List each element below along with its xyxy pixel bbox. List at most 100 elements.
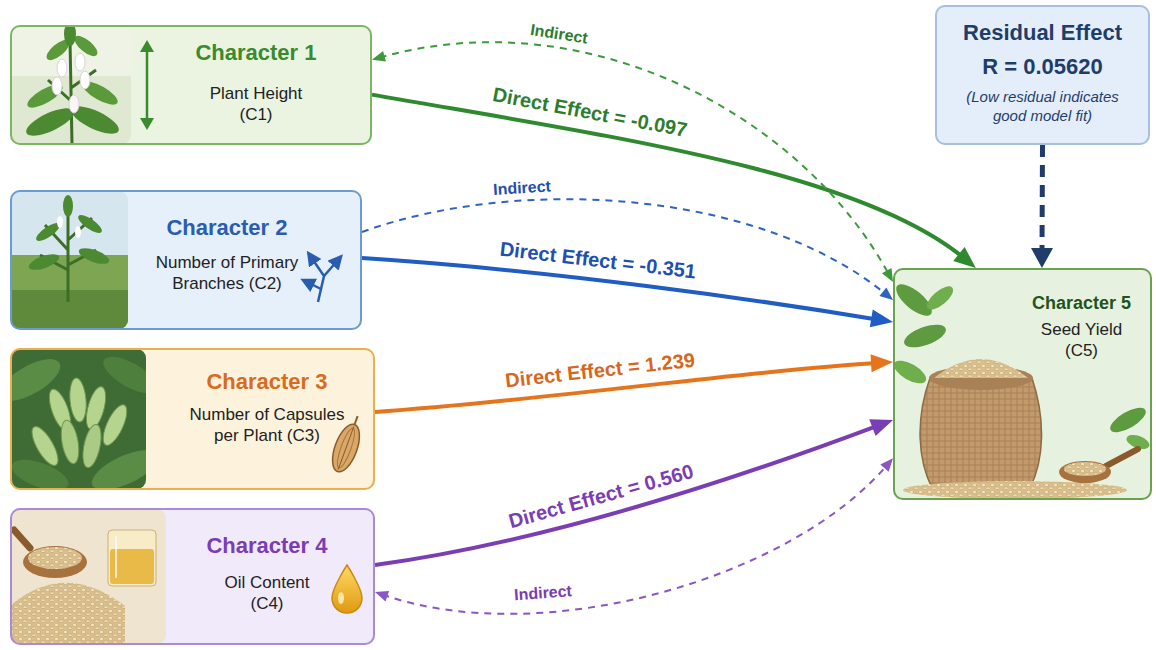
effect-label: Direct Effect = -0.351 (499, 237, 698, 282)
character-box: Character 3Number of Capsules per Plant … (10, 348, 375, 490)
arrow-head (882, 268, 893, 282)
illustration-part (146, 50, 149, 120)
connector-line (362, 258, 880, 320)
effect-label: Direct Effect = -0.097 (491, 84, 689, 142)
illustration-part (64, 26, 76, 46)
height-arrow-icon (140, 40, 154, 130)
illustration-part (338, 426, 354, 469)
connector (375, 354, 893, 412)
box-title: Character 1 (142, 39, 370, 67)
illustration-part (108, 530, 156, 586)
illustration-part (57, 216, 63, 228)
illustration-part (1064, 462, 1106, 476)
illustration-part (98, 402, 131, 449)
illustration-part (115, 536, 117, 578)
connector (1031, 145, 1053, 268)
text-group: Character 3Number of Capsules per Plant … (162, 350, 372, 454)
box-subtitle: Number of Capsules per Plant (C3) (182, 404, 352, 447)
arrow-head (869, 419, 893, 436)
illustration-part (27, 423, 63, 469)
illustration-part (11, 583, 125, 644)
illustration-part (355, 416, 358, 424)
effect-label: Direct Effect = 0.560 (506, 460, 696, 532)
box-subtitle: Oil Content (C4) (217, 572, 317, 615)
connector (362, 258, 893, 327)
oil-drop-icon (332, 565, 362, 613)
arrow-head (880, 458, 893, 471)
illustration-part (890, 356, 929, 388)
effect-label: Indirect (514, 582, 573, 604)
illustration-part (140, 40, 154, 52)
box-title: Character 5 (1015, 292, 1148, 315)
branch-icon (307, 257, 338, 302)
arrow-head (953, 247, 976, 268)
connector (372, 95, 976, 268)
illustration-part (77, 245, 111, 267)
plant-photo (11, 26, 131, 144)
arrow-head (372, 51, 386, 62)
residual-value: R = 0.05620 (937, 53, 1148, 81)
arrow-head (871, 354, 893, 372)
illustration-part (903, 481, 1127, 499)
illustration-part (80, 423, 105, 469)
illustration-part (80, 71, 90, 89)
text-group: Residual Effect R = 0.05620 (Low residual … (937, 7, 1148, 134)
illustration-part (311, 257, 324, 302)
illustration-part (52, 77, 62, 95)
effect-label: Indirect (529, 21, 589, 47)
residual-note: (Low residual indicates good model fit) (948, 88, 1138, 126)
illustration-part (28, 547, 82, 569)
connector-line (372, 95, 966, 260)
illustration-part (920, 378, 1042, 488)
illustration-part (14, 530, 30, 548)
illustration-part (69, 95, 79, 113)
effect-label: Direct Effect = 1.239 (504, 349, 696, 392)
illustration-part (1107, 403, 1150, 437)
illustration-part (75, 53, 85, 71)
arrow-head (375, 591, 389, 601)
connector-line (382, 464, 888, 614)
capsule-photo (11, 349, 146, 489)
effect-label: Indirect (493, 177, 552, 198)
box-fill (935, 5, 1150, 145)
illustration-part (27, 251, 61, 273)
connector (362, 199, 893, 300)
illustration-part (923, 282, 957, 313)
illustration-part (68, 377, 88, 422)
character-box: Character 2Number of Primary Branches (C… (10, 190, 362, 330)
connector-line (362, 199, 887, 295)
illustration-part (338, 592, 344, 604)
illustration-part (1106, 449, 1138, 466)
seed-bag-illustration (890, 279, 1151, 499)
box-subtitle: Number of Primary Branches (C2) (142, 252, 312, 295)
illustration-part (324, 260, 338, 276)
arrow-head (879, 288, 893, 300)
illustration-part (75, 226, 81, 238)
illustration-part (57, 59, 67, 77)
illustration-part (332, 565, 362, 613)
connector-line (375, 363, 880, 412)
illustration-part (1059, 461, 1111, 483)
illustration-part (63, 195, 73, 217)
character-box: Character 1 Plant Height (C1) (10, 25, 372, 145)
seed-oil-photo (11, 509, 166, 644)
arrow-head (1031, 248, 1053, 268)
text-group: Character 1 Plant Height (C1) (142, 27, 370, 133)
illustration-part (23, 546, 87, 578)
box-subtitle: Plant Height (C1) (197, 83, 315, 126)
character-box: Character 5 Seed Yield (C5) (893, 268, 1152, 500)
illustration-part (58, 419, 81, 465)
text-group: Character 5 Seed Yield (C5) (1015, 270, 1148, 369)
box-title: Residual Effect (937, 19, 1148, 47)
illustration-part (307, 282, 321, 289)
illustration-part (23, 103, 78, 141)
illustration-part (901, 320, 949, 352)
field-photo (11, 191, 128, 329)
illustration-part (334, 427, 358, 470)
box-subtitle: Seed Yield (C5) (1034, 319, 1129, 362)
